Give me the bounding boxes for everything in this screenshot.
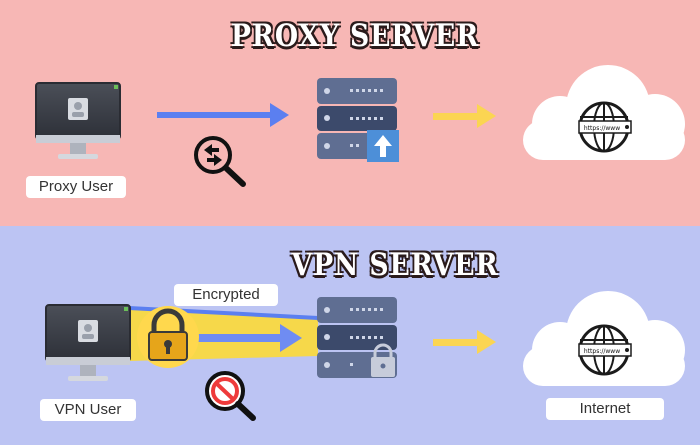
vpn-arrow-yellow-icon (433, 330, 496, 354)
proxy-arrow-blue-icon (157, 103, 289, 127)
vpn-user-label: VPN User (40, 399, 136, 421)
upload-arrow-icon (367, 130, 399, 162)
vpn-title: VPN SERVER (291, 247, 499, 283)
proxy-globe-icon: https://www (578, 101, 632, 153)
proxy-user-computer-icon (35, 82, 121, 159)
internet-label: Internet (546, 398, 664, 420)
proxy-title: PROXY SERVER (230, 18, 480, 54)
proxy-user-label: Proxy User (26, 176, 126, 198)
internet-globe-url-text: https://www (584, 348, 620, 355)
internet-globe-icon: https://www (578, 324, 632, 376)
proxy-arrow-yellow-icon (433, 104, 496, 128)
proxy-search-swap-icon (194, 136, 246, 187)
proxy-globe-url-text: https://www (584, 125, 620, 132)
server-lock-icon (371, 343, 395, 377)
padlock-icon (137, 306, 199, 368)
vpn-arrow-blue-icon (182, 324, 302, 352)
encrypted-label: Encrypted (174, 284, 278, 306)
blocked-search-icon (205, 371, 256, 421)
vpn-user-computer-icon (45, 304, 131, 381)
